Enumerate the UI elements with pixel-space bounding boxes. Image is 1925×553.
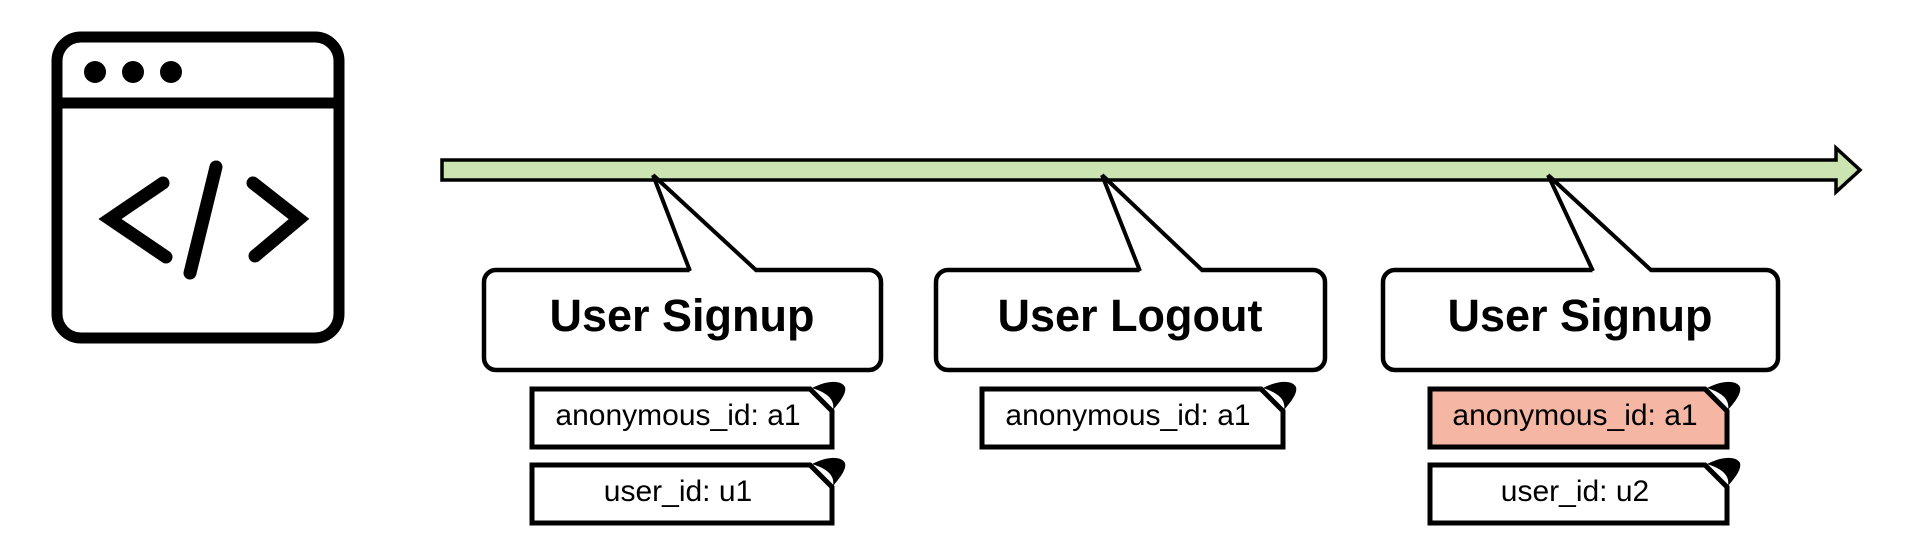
event-callout-pointer-lines: [1100, 173, 1205, 273]
event-group-2: User Logout anonymous_id: a1: [933, 173, 1328, 450]
note-text: user_id: u2: [1501, 475, 1649, 508]
code-glyph-icon: [98, 160, 310, 280]
browser-window-frame: [51, 31, 345, 344]
note-tag: user_id: u1: [529, 457, 846, 526]
event-callout-pointer: [1102, 183, 1203, 273]
browser-window-code-icon: [51, 31, 345, 344]
event-title: User Logout: [998, 290, 1263, 341]
note-tag: user_id: u2: [1427, 457, 1741, 526]
note-text: anonymous_id: a1: [555, 399, 800, 432]
note-tag: anonymous_id: a1: [529, 381, 846, 450]
note-fold-icon: [812, 457, 846, 486]
note-fold-icon: [1707, 381, 1741, 410]
note-text: user_id: u1: [604, 475, 752, 508]
event-group-1: User Signup anonymous_id: a1 user_id: u1: [481, 173, 884, 526]
event-group-3: User Signup anonymous_id: a1 user_id: u2: [1380, 173, 1781, 526]
note-text: anonymous_id: a1: [1452, 399, 1697, 432]
browser-titlebar-dots-icon: [84, 61, 182, 83]
note-fold-icon: [1263, 381, 1297, 410]
event-callout-pointer: [1548, 183, 1652, 273]
event-title: User Signup: [1447, 290, 1712, 341]
event-callout-box: [933, 267, 1328, 373]
note-tag: anonymous_id: a1: [979, 381, 1297, 450]
event-callout-pointer-lines: [1546, 173, 1654, 273]
note-text: anonymous_id: a1: [1005, 399, 1250, 432]
note-fold-icon: [1707, 457, 1741, 486]
event-callout-pointer: [653, 183, 757, 273]
event-callout-box: [1380, 267, 1781, 373]
note-fold-icon: [812, 381, 846, 410]
timeline-arrow: [440, 144, 1863, 196]
event-callout-pointer-lines: [651, 173, 759, 273]
note-tag-highlighted: anonymous_id: a1: [1427, 381, 1741, 450]
event-callout-box: [481, 267, 884, 373]
event-title: User Signup: [549, 290, 814, 341]
